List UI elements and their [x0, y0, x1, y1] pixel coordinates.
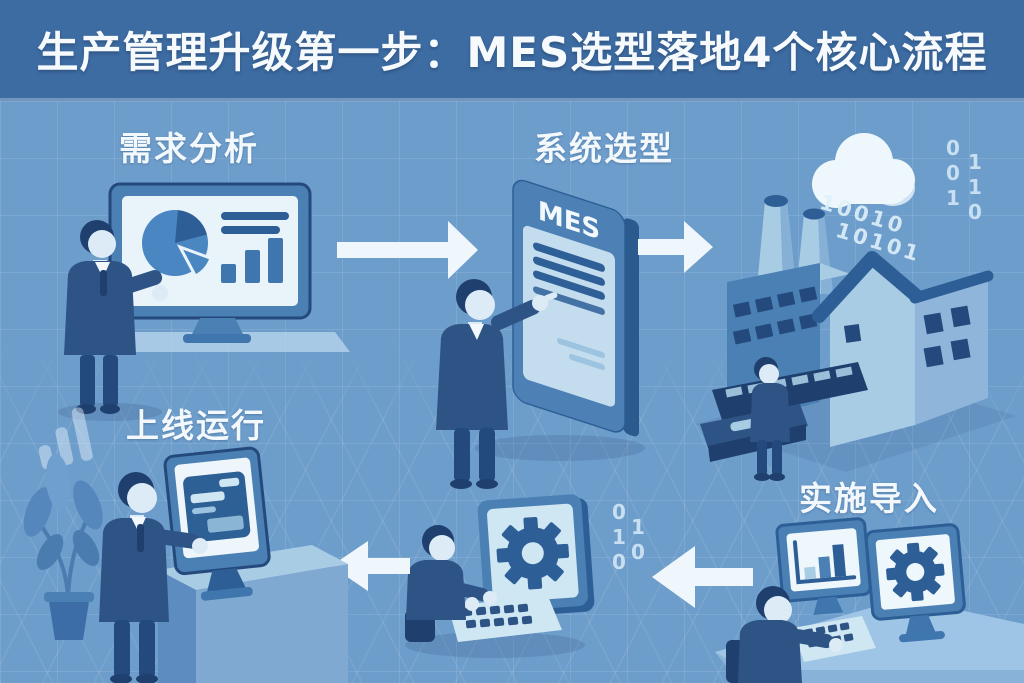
plant-pot	[48, 595, 90, 640]
laptop-gear-monitor	[477, 494, 595, 630]
scene-selection: MES	[436, 179, 645, 489]
scene-factory	[695, 133, 1016, 481]
binary-column-mid-1: 0 1 0	[612, 500, 626, 574]
dashboard-monitor-icon	[108, 182, 312, 343]
arrow-right-icon-1	[337, 221, 478, 279]
page-title: 生产管理升级第一步：MES选型落地4个核心流程	[36, 27, 988, 77]
factory-windows	[732, 286, 818, 345]
person-selecting	[436, 279, 558, 489]
person-presenter	[64, 220, 168, 414]
stage-label-selection: 系统选型	[534, 129, 674, 168]
face	[465, 290, 495, 320]
person-developer	[405, 525, 497, 642]
scene-golive	[23, 407, 348, 683]
hand	[152, 285, 168, 301]
plant-icon	[23, 454, 103, 640]
gear-icon	[496, 516, 570, 590]
gear-icon	[886, 542, 945, 602]
factory-icon	[727, 251, 994, 447]
shadow	[405, 632, 585, 658]
binary-column-right-2: 1 1 0	[968, 150, 982, 224]
pie-chart-icon	[142, 210, 213, 279]
person-manager	[99, 472, 208, 683]
house-windows	[843, 305, 971, 368]
house-roof	[812, 251, 933, 323]
cloud-icon	[812, 133, 915, 208]
stage-label-implementation: 实施导入	[799, 479, 939, 518]
scene-requirements	[58, 182, 350, 421]
arm	[117, 269, 163, 295]
binary-column-right-1: 0 0 1	[946, 136, 960, 210]
monitor-golive-icon	[163, 446, 271, 601]
shadow	[475, 435, 645, 461]
bar-chart-icon	[221, 238, 283, 283]
monitor-stand	[192, 318, 243, 334]
scene-implementation	[715, 517, 1024, 683]
arm	[490, 299, 541, 331]
arrow-right-icon-2	[638, 221, 713, 273]
suit-torso	[436, 324, 508, 430]
monitor-barchart-icon	[775, 517, 872, 615]
person-worker	[750, 357, 790, 481]
monitor-gear-icon	[864, 523, 966, 643]
arrow-left-icon-1	[652, 546, 753, 608]
tablet-screen	[523, 225, 615, 407]
arrow-left-icon-2	[331, 541, 410, 591]
person-operator	[726, 586, 843, 683]
house-gable-face	[830, 262, 915, 447]
binary-column-mid-2: 1 0	[631, 515, 645, 564]
mes-tablet-icon: MES	[512, 179, 639, 437]
face	[88, 230, 116, 258]
stage-label-golive: 上线运行	[126, 406, 266, 445]
stage-label-requirements: 需求分析	[119, 129, 259, 168]
scene-configuration	[405, 494, 595, 658]
header-banner: 生产管理升级第一步：MES选型落地4个核心流程	[0, 0, 1024, 101]
